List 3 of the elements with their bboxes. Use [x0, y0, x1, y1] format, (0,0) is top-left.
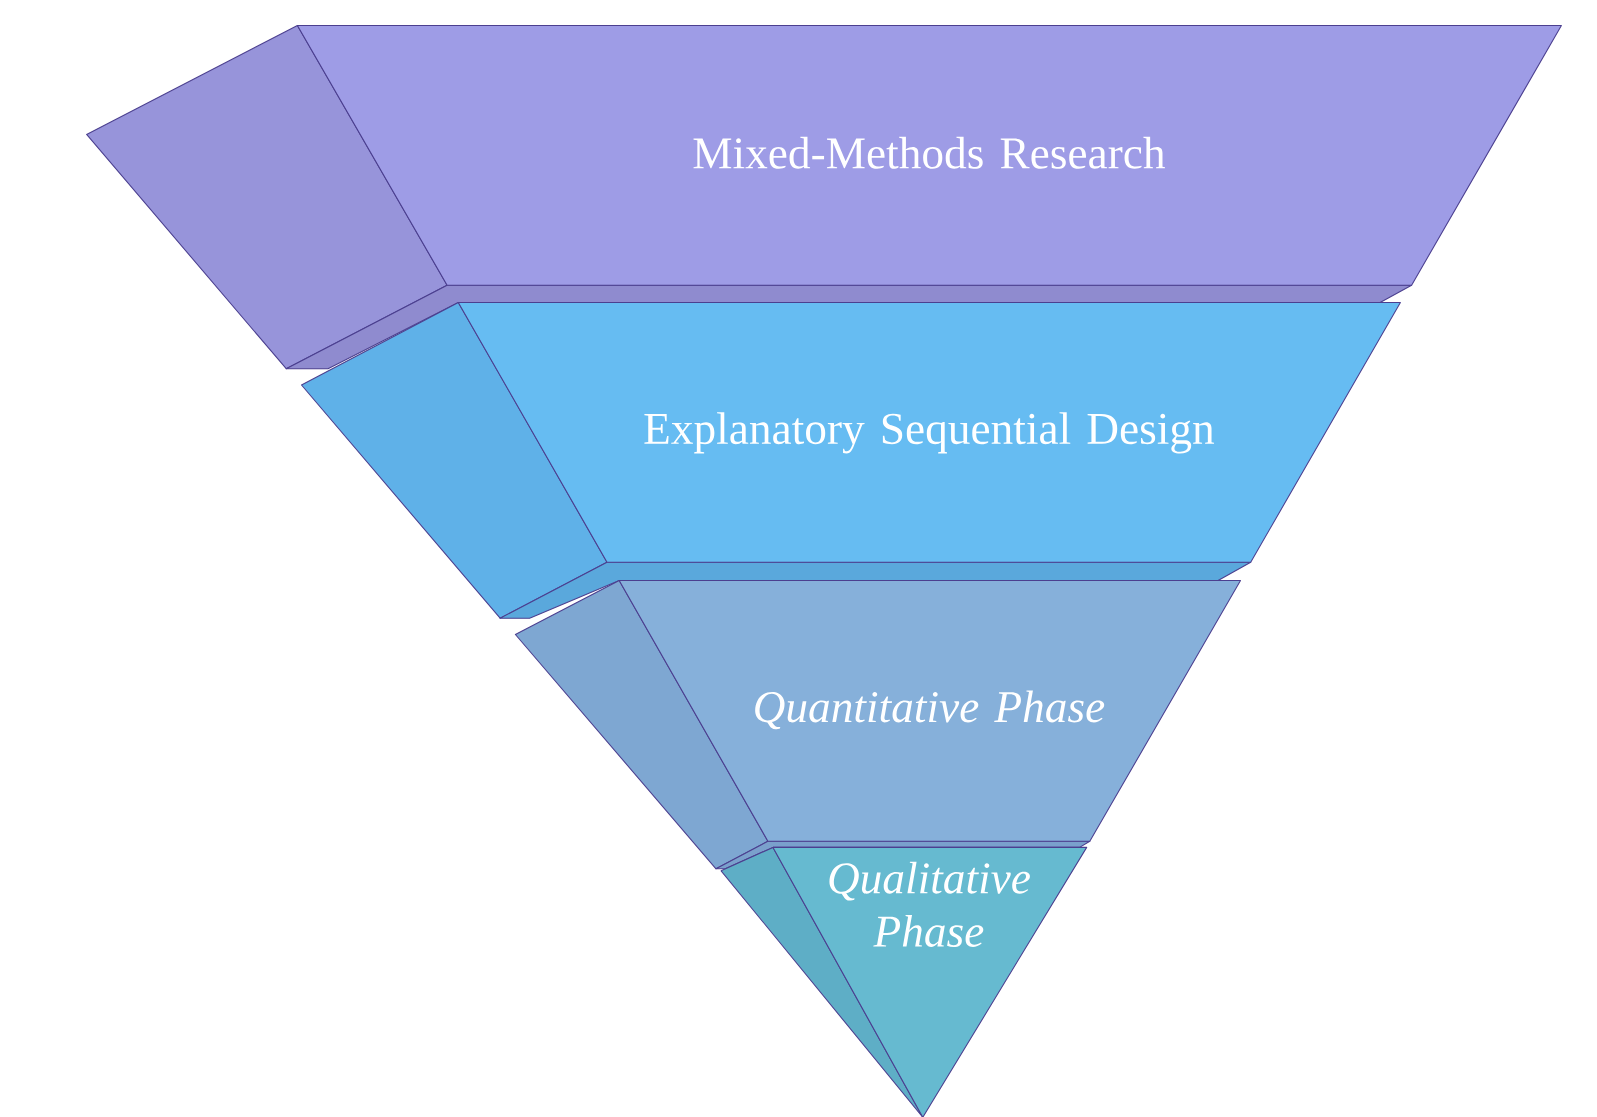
pyramid-layer: Qualitative Phase	[720, 846, 1088, 1117]
pyramid-layer: Mixed-Methods Research	[86, 24, 1562, 370]
pyramid-layer: Explanatory Sequential Design	[300, 301, 1401, 619]
